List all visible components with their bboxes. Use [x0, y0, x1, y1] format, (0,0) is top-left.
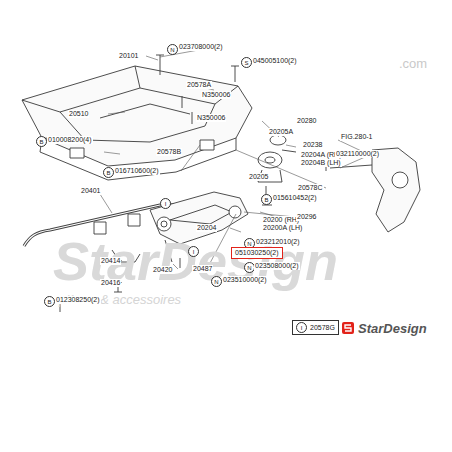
- part-box: 20578G I: [292, 320, 339, 335]
- callout-number: 032110000(2): [335, 150, 380, 158]
- info-symbol: I: [188, 246, 199, 257]
- fastener-symbol: B: [44, 296, 55, 307]
- highlighted-part: 051030250(2): [231, 247, 283, 259]
- info-symbol: I: [160, 198, 171, 209]
- callout-number: 20200A (LH): [262, 224, 303, 232]
- watermark: .com: [398, 56, 428, 71]
- fastener-symbol: B: [36, 136, 47, 147]
- symbol-letter: N: [170, 46, 174, 54]
- callout-number: 20280: [296, 117, 317, 125]
- fastener-symbol: N: [211, 276, 222, 287]
- callout-number: 20510: [68, 110, 89, 118]
- callout-number: 20238: [302, 141, 323, 149]
- callout-number: 20296: [296, 213, 317, 221]
- callout-number: 20101: [118, 52, 139, 60]
- part-number: 20578G: [310, 324, 335, 332]
- fastener-symbol: B: [103, 167, 114, 178]
- callout-number: N350006: [196, 114, 226, 122]
- callout-number: 20578A: [186, 81, 212, 89]
- callout-number: 015610452(2): [272, 194, 318, 202]
- info-symbol: I: [296, 322, 307, 333]
- callout-number: 20204: [196, 224, 217, 232]
- symbol-letter: S: [244, 59, 248, 67]
- brand-logo: StarDesign: [357, 322, 428, 336]
- callout-number: 20205: [248, 173, 269, 181]
- symbol-letter: B: [47, 298, 51, 306]
- symbol-letter: B: [264, 196, 268, 204]
- callout-number: 023212010(2): [255, 238, 301, 246]
- callout-number: 023510000(2): [222, 276, 268, 284]
- callout-number: 012308250(2): [55, 296, 101, 304]
- callout-number: 20205A: [268, 128, 294, 136]
- symbol-letter: I: [301, 324, 303, 332]
- callout-number: 20416: [100, 279, 121, 287]
- callout-number: 20204B (LH): [300, 159, 342, 167]
- fastener-symbol: B: [261, 194, 272, 205]
- callout-number: FIG.280-1: [340, 133, 374, 141]
- callout-number: 023708000(2): [178, 43, 224, 51]
- symbol-letter: I: [165, 200, 167, 208]
- symbol-letter: I: [193, 248, 195, 256]
- callout-number: 016710600(2): [114, 167, 160, 175]
- callout-number: 20414: [100, 257, 121, 265]
- symbol-letter: N: [247, 264, 251, 272]
- callout-number: N350006: [201, 91, 231, 99]
- steering-knuckle: [372, 148, 420, 232]
- fastener-symbol: N: [167, 44, 178, 55]
- symbol-letter: B: [106, 169, 110, 177]
- part-number: 051030250(2): [235, 249, 279, 256]
- callout-number: 023508000(2): [254, 262, 300, 270]
- callout-number: 20401: [80, 187, 101, 195]
- crossmember: [22, 66, 252, 166]
- symbol-letter: N: [214, 278, 218, 286]
- logo-mark: [342, 322, 354, 334]
- fastener-symbol: S: [241, 57, 252, 68]
- callout-number: 20578C: [297, 184, 324, 192]
- callout-number: 20487: [192, 265, 213, 273]
- callout-number: 20420: [152, 266, 173, 274]
- callout-number: 20578B: [156, 148, 182, 156]
- callout-number: 045005100(2): [252, 57, 298, 65]
- callout-number: 20200 (RH): [262, 216, 300, 224]
- callout-number: 010008200(4): [47, 136, 93, 144]
- symbol-letter: B: [39, 138, 43, 146]
